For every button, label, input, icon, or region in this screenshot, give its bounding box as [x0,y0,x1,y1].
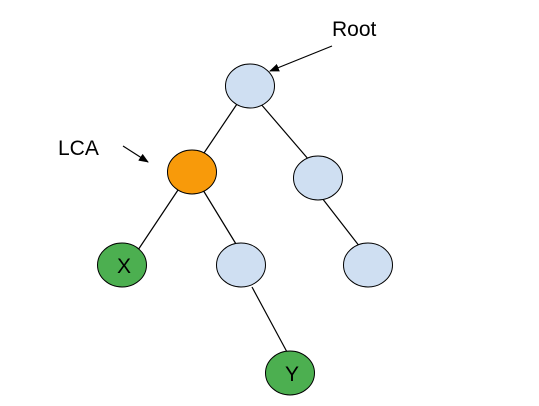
lca-label: LCA [58,137,99,160]
edge-lca-mid [202,189,237,245]
y-node [265,350,315,396]
lca-node [167,149,217,195]
nodes [97,63,393,396]
edge-root-lca [203,103,238,154]
x-node-label: X [117,255,131,278]
lca-arrow [122,145,149,163]
root-label: Root [332,18,377,41]
middle-node [216,242,266,288]
right-child-node [293,155,343,201]
edge-mid-y [251,286,288,353]
y-node-label: Y [285,363,299,386]
edge-root-right [259,102,310,161]
right-leaf-node [343,242,393,288]
edge-lca-x [137,189,179,251]
x-node [97,242,147,288]
edges [137,102,361,353]
root-arrow [269,45,333,72]
edge-right-rightleaf [321,197,361,248]
root-node [225,63,275,109]
